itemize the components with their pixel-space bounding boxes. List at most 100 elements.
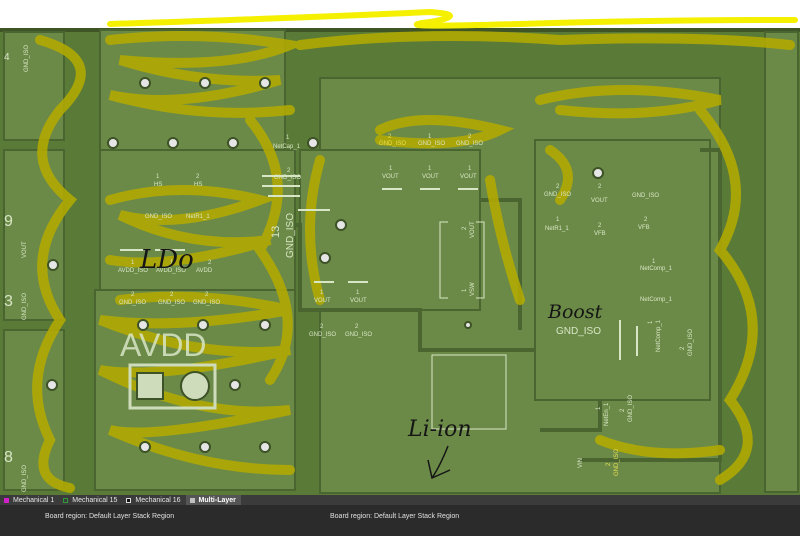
header-outline [128, 363, 217, 410]
annotation-ldo: LDo [139, 245, 194, 275]
svg-text:NetCap_1: NetCap_1 [273, 144, 301, 150]
svg-text:VOUT: VOUT [382, 174, 399, 180]
svg-text:AVDD: AVDD [196, 268, 213, 274]
svg-text:1: 1 [170, 260, 174, 266]
svg-text:8: 8 [4, 449, 13, 466]
svg-text:GND_ISO: GND_ISO [379, 141, 406, 147]
svg-text:NetR1_1: NetR1_1 [186, 214, 210, 220]
svg-text:2: 2 [131, 292, 135, 298]
svg-text:1: 1 [131, 260, 135, 266]
svg-text:GND_ISO: GND_ISO [345, 332, 372, 338]
svg-text:GND_ISO: GND_ISO [22, 293, 28, 320]
svg-text:GND_ISO: GND_ISO [544, 192, 571, 198]
svg-text:GND_ISO: GND_ISO [158, 300, 185, 306]
svg-text:GND_ISO: GND_ISO [193, 300, 220, 306]
layer-tabs: Mechanical 1 Mechanical 15 Mechanical 16… [0, 495, 800, 505]
silkscreen-avdd: AVDD [120, 327, 207, 363]
svg-text:GND_ISO: GND_ISO [274, 175, 301, 181]
svg-text:GND_ISO: GND_ISO [285, 213, 296, 258]
svg-text:NetEn_1: NetEn_1 [604, 402, 610, 426]
svg-text:VOUT: VOUT [591, 198, 608, 204]
svg-text:1: 1 [468, 166, 472, 172]
tab-mechanical-15[interactable]: Mechanical 15 [59, 495, 122, 505]
tab-label: Mechanical 15 [72, 496, 118, 504]
svg-text:GND_ISO: GND_ISO [456, 141, 483, 147]
svg-text:VOUT: VOUT [460, 174, 477, 180]
svg-text:VOUT: VOUT [22, 241, 28, 258]
svg-text:GND_ISO: GND_ISO [628, 395, 634, 422]
mechanical-1-swatch [4, 497, 9, 503]
svg-text:2: 2 [208, 260, 212, 266]
svg-text:GND_ISO: GND_ISO [418, 141, 445, 147]
status-right: Board region: Default Layer Stack Region [330, 513, 460, 520]
multi-layer-swatch [189, 497, 195, 503]
tab-mechanical-1[interactable]: Mechanical 1 [0, 495, 59, 505]
svg-text:1: 1 [320, 290, 324, 296]
svg-text:2: 2 [468, 134, 472, 140]
tab-label: Multi-Layer [198, 496, 236, 504]
svg-text:2: 2 [205, 292, 209, 298]
svg-text:1: 1 [462, 288, 468, 292]
svg-text:NetR1_1: NetR1_1 [545, 226, 569, 232]
vias [46, 77, 604, 453]
tab-multi-layer[interactable]: Multi-Layer [185, 495, 241, 505]
svg-text:VOUT: VOUT [470, 221, 476, 238]
svg-text:GND_ISO: GND_ISO [614, 449, 620, 476]
svg-text:1: 1 [556, 217, 560, 223]
svg-text:GND_ISO: GND_ISO [309, 332, 336, 338]
arrow-li-ion [427, 445, 451, 480]
svg-text:NetComp_1: NetComp_1 [640, 297, 673, 303]
header-pin-square [136, 372, 164, 400]
svg-text:GND_ISO: GND_ISO [119, 300, 146, 306]
svg-text:4: 4 [4, 52, 10, 63]
svg-text:2: 2 [598, 184, 602, 190]
svg-text:2: 2 [320, 324, 324, 330]
svg-text:NetComp_1: NetComp_1 [656, 319, 662, 352]
header-pin-round [180, 371, 210, 401]
svg-text:2: 2 [462, 226, 468, 230]
pcb-canvas[interactable]: AVDD 1 NetCap_1 2 GND_ISO 1 GND_ISO 2 GN… [0, 0, 800, 495]
svg-text:GND_ISO: GND_ISO [22, 465, 28, 492]
svg-text:VOUT: VOUT [314, 298, 331, 304]
pcb-top-edge [0, 28, 800, 32]
pad-labels: 1 NetCap_1 2 GND_ISO 1 GND_ISO 2 GND_ISO… [4, 45, 694, 492]
status-left: Board region: Default Layer Stack Region [45, 513, 175, 520]
svg-text:1: 1 [596, 406, 602, 410]
svg-text:2: 2 [644, 217, 648, 223]
pen-scribble-top [107, 8, 798, 29]
svg-text:2: 2 [170, 292, 174, 298]
svg-text:GND_ISO: GND_ISO [632, 193, 659, 199]
tab-label: Mechanical 16 [135, 496, 181, 504]
svg-text:GND_ISO: GND_ISO [688, 329, 694, 356]
svg-text:1: 1 [428, 134, 432, 140]
svg-text:2: 2 [680, 346, 686, 350]
pad-marks [120, 175, 638, 360]
svg-text:13: 13 [270, 226, 282, 238]
annotation-li-ion: Li-ion [407, 417, 472, 442]
svg-text:2: 2 [388, 134, 392, 140]
svg-text:VOUT: VOUT [422, 174, 439, 180]
svg-text:2: 2 [598, 223, 602, 229]
svg-text:1: 1 [648, 320, 654, 324]
svg-text:2: 2 [355, 324, 359, 330]
annotation-boost: Boost [547, 301, 603, 323]
tab-mechanical-16[interactable]: Mechanical 16 [122, 495, 185, 505]
svg-text:2: 2 [556, 184, 560, 190]
mechanical-16-swatch [126, 497, 132, 503]
svg-text:2: 2 [606, 462, 612, 466]
svg-text:2: 2 [287, 168, 291, 174]
svg-text:VIN: VIN [578, 458, 584, 468]
svg-text:VFB: VFB [594, 231, 606, 237]
svg-text:2: 2 [196, 174, 200, 180]
li-ion-outline [431, 354, 507, 430]
net-highlight [32, 31, 795, 493]
svg-text:1: 1 [428, 166, 432, 172]
svg-text:2: 2 [620, 408, 626, 412]
svg-text:VFB: VFB [638, 225, 650, 231]
svg-text:GND_ISO: GND_ISO [24, 45, 30, 72]
svg-text:GND_ISO: GND_ISO [556, 326, 601, 337]
svg-text:1: 1 [156, 174, 160, 180]
svg-text:AVDD_ISO: AVDD_ISO [118, 268, 148, 274]
svg-text:1: 1 [356, 290, 360, 296]
svg-text:9: 9 [4, 213, 13, 230]
